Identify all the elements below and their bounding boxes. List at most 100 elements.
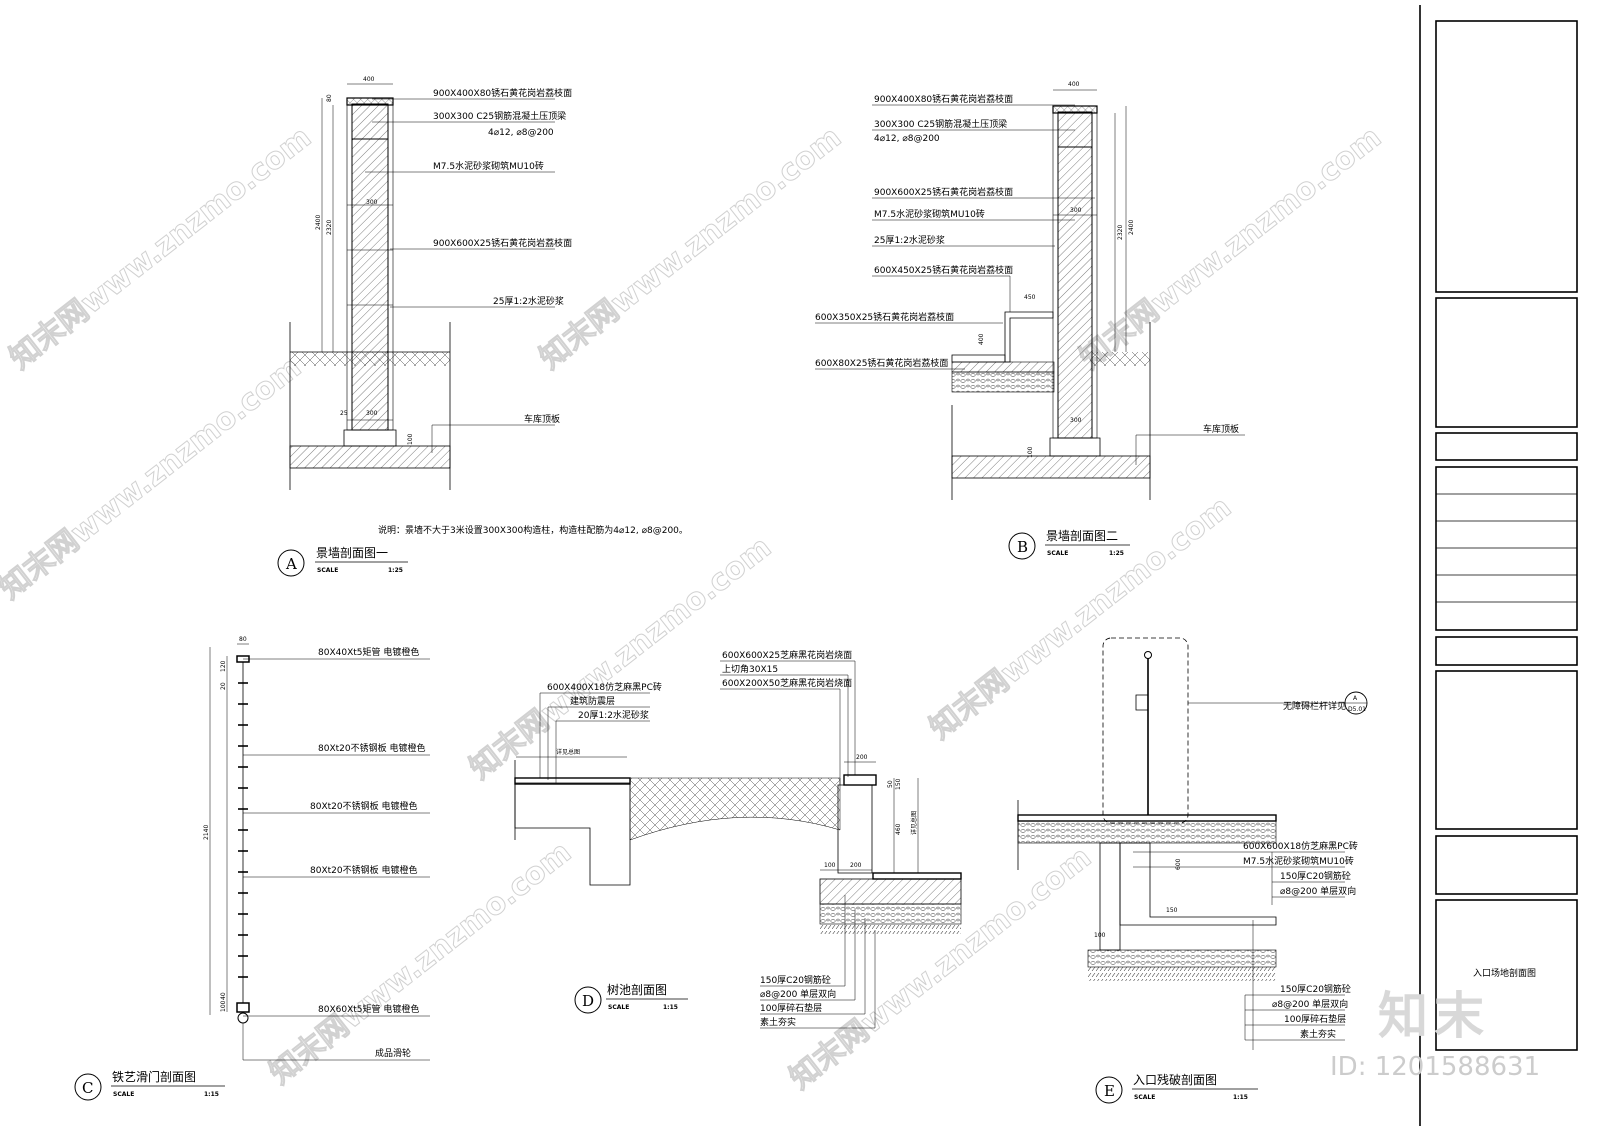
- label: 600X600X18仿芝麻黑PC砖: [1243, 840, 1358, 852]
- label: 4⌀12, ⌀8@200: [488, 128, 554, 138]
- watermark-text: 知末网www.znzmo.com: [0, 350, 308, 607]
- label: 600X350X25锈石黄花岗岩荔枝面: [815, 311, 954, 323]
- section-letter: C: [82, 1079, 93, 1097]
- section-d-tree-pit: 600X400X18仿芝麻黑PC砖 建筑防震层 20厚1:2水泥砂浆 600X6…: [514, 649, 962, 1029]
- label: ⌀8@200 单层双向: [1280, 885, 1356, 897]
- dim-text: 详见总图: [910, 811, 918, 835]
- watermark-text: 知末网www.znzmo.com: [1073, 120, 1388, 377]
- dim-text: 200: [856, 754, 868, 761]
- label: 素土夯实: [760, 1016, 796, 1028]
- label: 4⌀12, ⌀8@200: [874, 134, 940, 144]
- label: 600X400X18仿芝麻黑PC砖: [547, 681, 662, 693]
- label: 600X80X25锈石黄花岗岩荔枝面: [815, 357, 948, 369]
- label: 成品滑轮: [375, 1047, 411, 1059]
- label: 900X400X80锈石黄花岗岩荔枝面: [874, 93, 1013, 105]
- scale-label: SCALE: [113, 1091, 134, 1098]
- dim-text: 300: [366, 410, 378, 417]
- scale-value: 1:25: [388, 567, 403, 574]
- section-d-title: D 树池剖面图 SCALE 1:15: [574, 982, 688, 1014]
- label: 100厚碎石垫层: [1284, 1013, 1346, 1025]
- label: ⌀8@200 单层双向: [760, 988, 836, 1000]
- gate-slats: [238, 682, 248, 978]
- section-title: 铁艺滑门剖面图: [112, 1069, 196, 1084]
- label: 80Xt20不锈钢板 电镀橙色: [318, 742, 425, 754]
- scale-label: SCALE: [608, 1004, 629, 1011]
- label: M7.5水泥砂浆砌筑MU10砖: [874, 208, 985, 220]
- watermark-text: 知末网www.znzmo.com: [3, 120, 318, 377]
- section-letter: D: [582, 992, 594, 1010]
- label: 车库顶板: [524, 413, 560, 425]
- section-e-ramp: 无障碍栏杆详见 A D5.01 600X600X18仿芝麻黑PC砖 M7.5水泥…: [1017, 637, 1368, 1050]
- section-c-gate: 80X40Xt5矩管 电镀橙色 80Xt20不锈钢板 电镀橙色 80Xt20不锈…: [203, 636, 430, 1061]
- dim-text: 300: [1070, 417, 1082, 424]
- section-title: 树池剖面图: [607, 982, 667, 997]
- dim-text: 40: [220, 992, 227, 1000]
- label: 80Xt20不锈钢板 电镀橙色: [310, 800, 417, 812]
- label: 900X600X25锈石黄花岗岩荔枝面: [874, 186, 1013, 198]
- label: ⌀8@200 单层双向: [1272, 998, 1348, 1010]
- dim-text: 25: [340, 410, 348, 417]
- dim-text: 300: [1070, 207, 1082, 214]
- section-b-wall: 900X400X80锈石黄花岗岩荔枝面 300X300 C25钢筋混凝土压顶梁 …: [815, 81, 1245, 500]
- dim-text: 400: [1068, 81, 1080, 88]
- dim-text: 2400: [315, 215, 322, 230]
- dim-text: 2400: [1128, 220, 1135, 235]
- label: 20厚1:2水泥砂浆: [578, 709, 649, 721]
- dim-text: 100: [824, 862, 836, 869]
- scale-value: 1:15: [204, 1091, 219, 1098]
- label: 900X400X80锈石黄花岗岩荔枝面: [433, 87, 572, 99]
- section-title: 景墙剖面图二: [1046, 529, 1118, 543]
- label: 150厚C20钢筋砼: [760, 974, 831, 986]
- label: M7.5水泥砂浆砌筑MU10砖: [1243, 855, 1354, 867]
- section-letter: A: [285, 555, 297, 573]
- dim-text: 100: [407, 433, 414, 445]
- label: 150厚C20钢筋砼: [1280, 983, 1351, 995]
- label: M7.5水泥砂浆砌筑MU10砖: [433, 160, 544, 172]
- section-letter: B: [1017, 538, 1028, 556]
- dim-text: 2140: [203, 825, 210, 840]
- label: 600X600X25芝麻黑花岗岩烧面: [722, 649, 852, 661]
- dim-text: 400: [363, 76, 375, 83]
- section-e-title: E 入口残破剖面图 SCALE 1:15: [1095, 1072, 1258, 1104]
- detail-ref: A: [1353, 695, 1358, 702]
- label: 车库顶板: [1203, 423, 1239, 435]
- dim-text: 2320: [1117, 225, 1124, 240]
- label: 600X200X50芝麻黑花岗岩烧面: [722, 677, 852, 689]
- dim-text: 120: [220, 660, 227, 672]
- label: 900X600X25锈石黄花岗岩荔枝面: [433, 237, 572, 249]
- scale-value: 1:15: [663, 1004, 678, 1011]
- dim-text: 80: [239, 636, 247, 643]
- dim-text: 460: [895, 823, 902, 835]
- label: 300X300 C25钢筋混凝土压顶梁: [874, 118, 1007, 130]
- section-letter: E: [1104, 1082, 1115, 1100]
- scale-value: 1:25: [1109, 550, 1124, 557]
- dim-text: 150: [1166, 907, 1178, 914]
- dim-text: 2320: [326, 220, 333, 235]
- dim-text: 600: [1175, 858, 1182, 870]
- detail-ref: D5.01: [1348, 706, 1366, 713]
- label: 150厚C20钢筋砼: [1280, 870, 1351, 882]
- section-c-title: C 铁艺滑门剖面图 SCALE 1:15: [74, 1069, 225, 1101]
- label: 上切角30X15: [722, 663, 778, 675]
- section-title: 景墙剖面图一: [316, 546, 388, 560]
- dim-text: 150: [895, 778, 902, 790]
- section-b-title: B 景墙剖面图二 SCALE 1:25: [1008, 529, 1130, 560]
- dim-text: 50: [887, 780, 894, 788]
- dim-text: 100: [1027, 446, 1034, 458]
- watermark-text: 知末网www.znzmo.com: [533, 120, 848, 377]
- drawing-name: 入口场地剖面图: [1473, 967, 1536, 979]
- label: 素土夯实: [1300, 1028, 1336, 1040]
- image-id-watermark: ID: 1201588631: [1330, 1052, 1541, 1082]
- scale-label: SCALE: [1134, 1094, 1155, 1101]
- dim-text: 80: [326, 94, 333, 102]
- dim-text: 300: [366, 199, 378, 206]
- scale-label: SCALE: [1047, 550, 1068, 557]
- label: 300X300 C25钢筋混凝土压顶梁: [433, 110, 566, 122]
- label: 无障碍栏杆详见: [1283, 700, 1346, 712]
- label: 建筑防震层: [570, 695, 615, 707]
- dim-text: 200: [850, 862, 862, 869]
- section-title: 入口残破剖面图: [1133, 1072, 1217, 1087]
- dim-text: 450: [1024, 294, 1036, 301]
- label: 80X60Xt5矩管 电镀橙色: [318, 1003, 419, 1015]
